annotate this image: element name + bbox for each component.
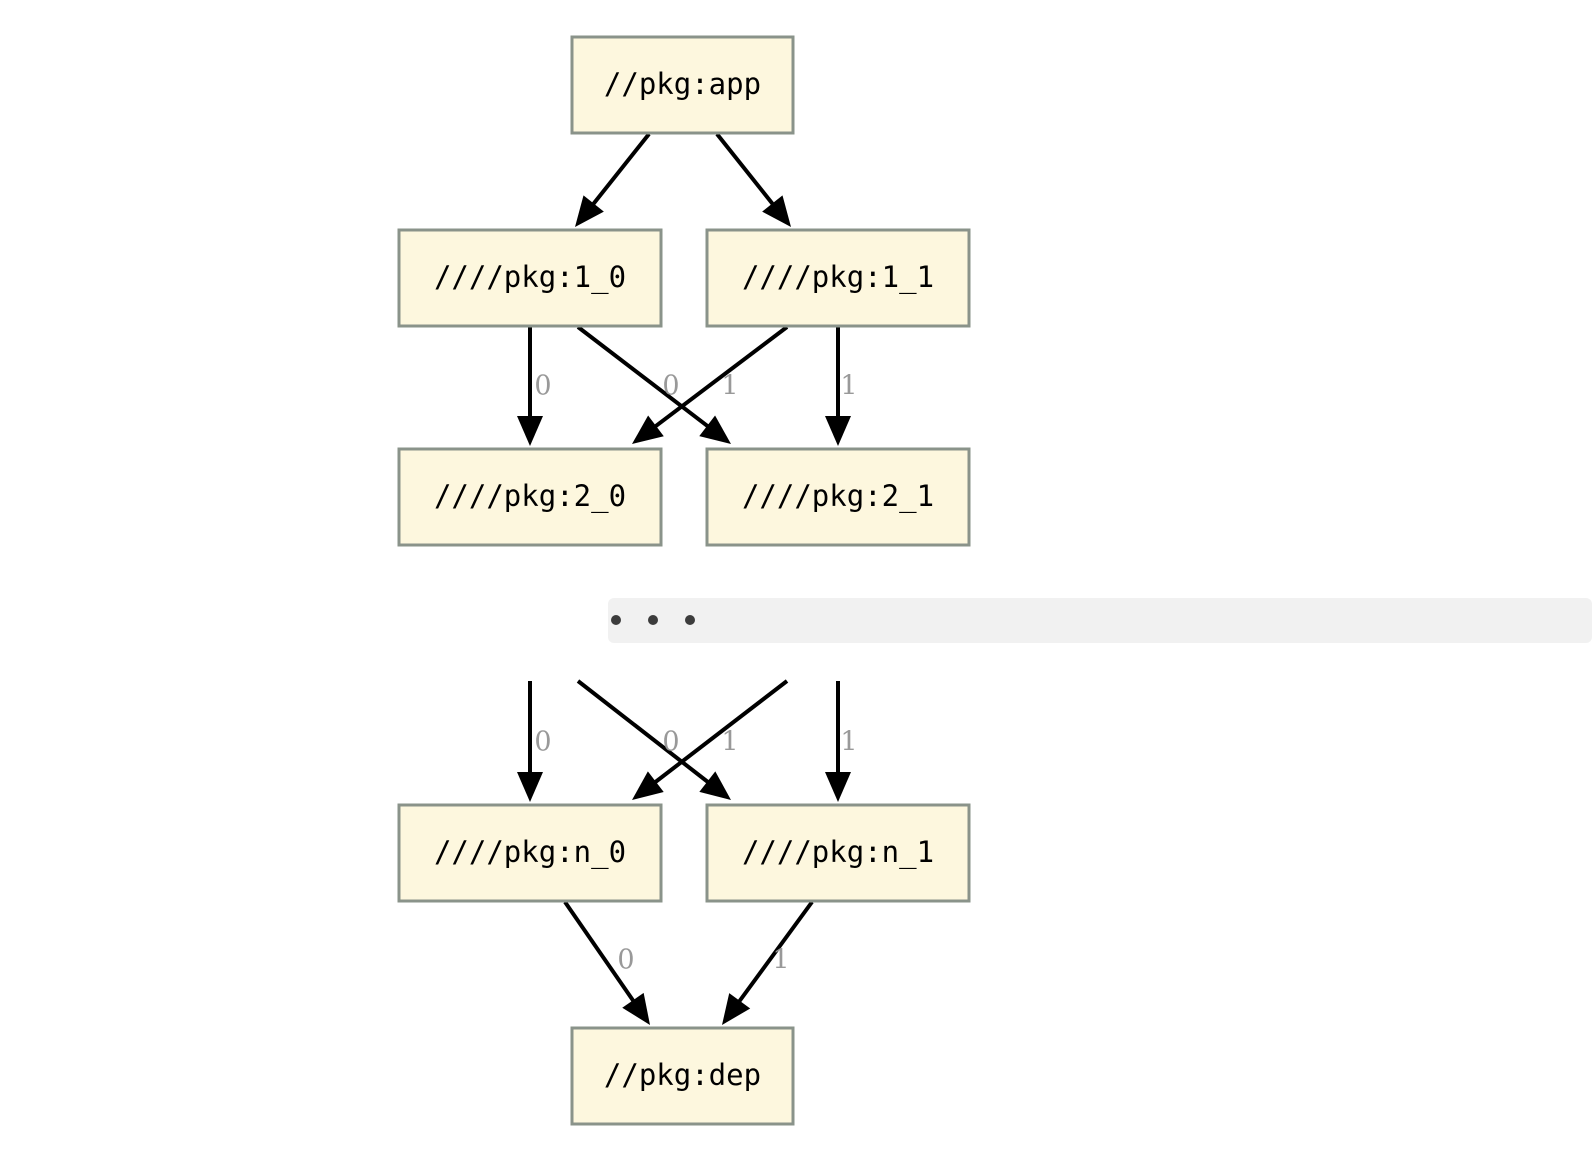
node-label: ////pkg:2_1 bbox=[742, 479, 934, 514]
node-label: //pkg:app bbox=[604, 67, 761, 101]
edge-arrowhead bbox=[825, 772, 851, 802]
node-label: ////pkg:n_0 bbox=[434, 835, 626, 870]
graph-node-app[interactable]: //pkg:app bbox=[570, 35, 795, 135]
graph-edge: 1 bbox=[632, 679, 789, 800]
ellipsis-band bbox=[608, 598, 1592, 643]
node-box[interactable] bbox=[570, 35, 795, 135]
edge-line bbox=[588, 132, 651, 210]
node-label: ////pkg:n_1 bbox=[742, 835, 934, 870]
graph-edge: 0 bbox=[517, 681, 552, 802]
node-box[interactable] bbox=[397, 447, 663, 547]
edge-label: 0 bbox=[662, 371, 679, 402]
edge-line bbox=[563, 900, 639, 1007]
graph-edge bbox=[715, 132, 791, 227]
edge-label: 1 bbox=[840, 371, 857, 402]
node-label: ////pkg:2_0 bbox=[434, 479, 626, 514]
edge-label: 0 bbox=[617, 945, 634, 976]
edge-arrowhead bbox=[762, 195, 791, 227]
graph-edge: 1 bbox=[825, 681, 858, 802]
edge-line bbox=[715, 132, 778, 210]
edge-line bbox=[576, 679, 714, 787]
edge-arrowhead bbox=[517, 772, 543, 802]
edge-arrowhead bbox=[632, 415, 664, 444]
edge-arrowhead bbox=[699, 771, 731, 800]
node-label: //pkg:dep bbox=[604, 1058, 761, 1092]
edge-label: 0 bbox=[662, 727, 679, 758]
ellipsis-dot-2 bbox=[685, 615, 695, 625]
edge-arrowhead bbox=[622, 992, 650, 1025]
graph-edge bbox=[575, 132, 651, 227]
graph-node-n2_1[interactable]: ////pkg:2_1 bbox=[705, 447, 971, 547]
graph-node-dep[interactable]: //pkg:dep bbox=[570, 1026, 795, 1126]
node-label: ////pkg:1_0 bbox=[434, 260, 626, 295]
edge-arrowhead bbox=[632, 771, 664, 800]
graph-edge: 1 bbox=[632, 325, 789, 444]
ellipsis-dot-1 bbox=[648, 615, 658, 625]
edge-arrowhead bbox=[699, 415, 731, 444]
node-box[interactable] bbox=[570, 1026, 795, 1126]
edge-arrowhead bbox=[517, 416, 543, 446]
graph-edge: 1 bbox=[825, 327, 858, 446]
edge-arrowhead bbox=[722, 993, 751, 1025]
graph-node-n1_0[interactable]: ////pkg:1_0 bbox=[397, 228, 663, 328]
graph-edge: 1 bbox=[722, 900, 814, 1025]
graph-node-nn_0[interactable]: ////pkg:n_0 bbox=[397, 803, 663, 903]
edge-line bbox=[649, 325, 789, 432]
graph-node-n1_1[interactable]: ////pkg:1_1 bbox=[705, 228, 971, 328]
graph-edge: 0 bbox=[563, 900, 650, 1025]
node-box[interactable] bbox=[705, 228, 971, 328]
node-box[interactable] bbox=[705, 803, 971, 903]
graph-edge: 0 bbox=[576, 325, 731, 444]
node-box[interactable] bbox=[397, 228, 663, 328]
graph-edge: 0 bbox=[517, 327, 552, 446]
graph-edge: 0 bbox=[576, 679, 731, 800]
node-box[interactable] bbox=[705, 447, 971, 547]
ellipsis-dot-0 bbox=[611, 615, 621, 625]
edge-line bbox=[576, 325, 714, 432]
edge-arrowhead bbox=[575, 195, 604, 227]
edge-line bbox=[649, 679, 789, 787]
edge-label: 0 bbox=[534, 371, 551, 402]
edge-arrowhead bbox=[825, 416, 851, 446]
node-layer: //pkg:app ////pkg:1_0 ////pkg:1_1 ////pkg:2… bbox=[397, 35, 971, 1126]
edge-label: 0 bbox=[534, 727, 551, 758]
graph-node-n2_0[interactable]: ////pkg:2_0 bbox=[397, 447, 663, 547]
node-label: ////pkg:1_1 bbox=[742, 260, 934, 295]
edge-layer: 0 0 1 1 0 0 1 1 0 1 bbox=[517, 132, 858, 1025]
edge-label: 1 bbox=[721, 371, 738, 402]
node-box[interactable] bbox=[397, 803, 663, 903]
ellipsis-layer bbox=[608, 598, 1592, 643]
edge-label: 1 bbox=[840, 727, 857, 758]
graph-node-nn_1[interactable]: ////pkg:n_1 bbox=[705, 803, 971, 903]
edge-label: 1 bbox=[772, 945, 789, 976]
edge-line bbox=[734, 900, 814, 1007]
edge-label: 1 bbox=[721, 727, 738, 758]
